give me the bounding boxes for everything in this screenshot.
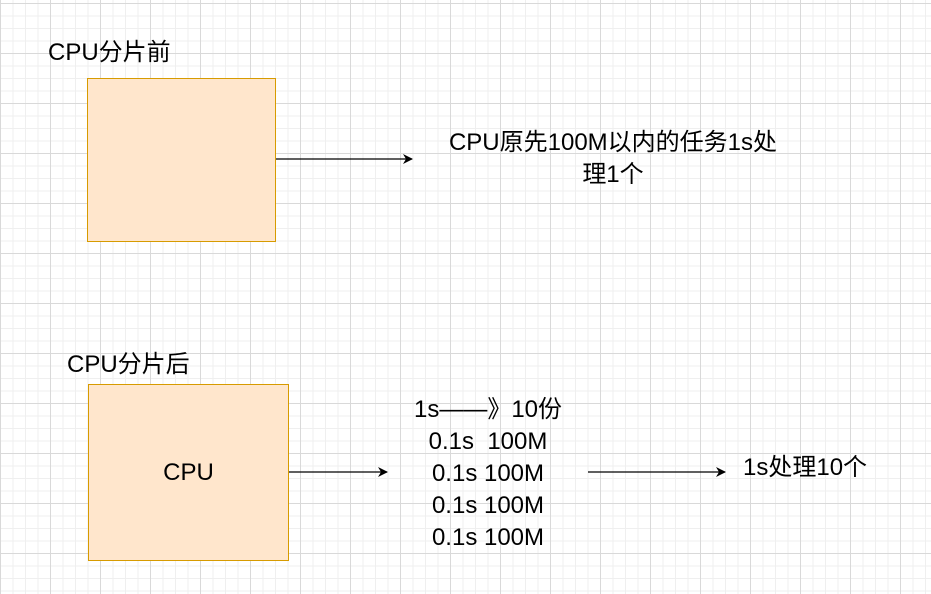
after-result-text: 1s处理10个 <box>743 454 868 481</box>
before-result-line-2: 理1个 <box>582 161 644 188</box>
after-title: CPU分片后 <box>67 351 190 378</box>
slices-text: 1s——》10份 0.1s 100M 0.1s 100M 0.1s 100M 0… <box>380 394 596 554</box>
slice-line: 0.1s 100M <box>431 460 545 487</box>
slice-line: 1s——》10份 <box>413 396 563 423</box>
slice-line: 0.1s 100M <box>431 492 545 519</box>
slice-line: 0.1s 100M <box>428 428 548 455</box>
cpu-after-box[interactable]: CPU <box>88 384 289 561</box>
before-title: CPU分片前 <box>48 39 171 66</box>
cpu-box-label: CPU <box>163 458 214 486</box>
before-result-text: CPU原先100M以内的任务1s处 理1个 <box>420 127 806 191</box>
before-result-line-1: CPU原先100M以内的任务1s处 <box>448 129 778 156</box>
cpu-before-box[interactable] <box>87 78 276 242</box>
slice-line: 0.1s 100M <box>431 524 545 551</box>
